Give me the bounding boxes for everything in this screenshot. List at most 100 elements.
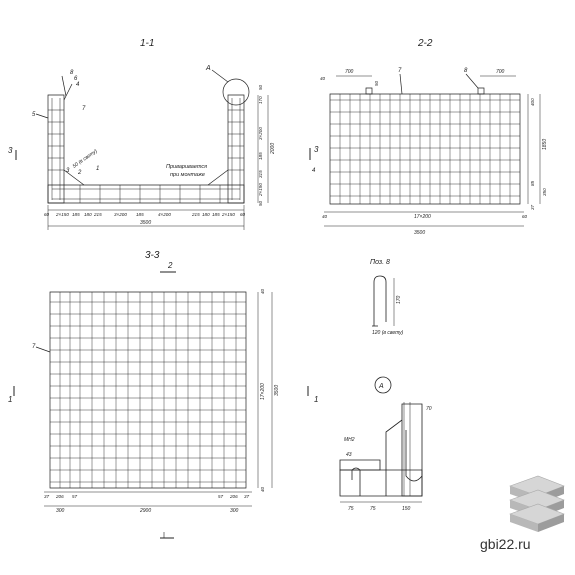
detail-a-bracket xyxy=(386,420,402,496)
cut-3-left: 3 xyxy=(8,146,13,155)
drawing-stroke: 75 xyxy=(370,506,376,512)
section-3-3: 3-3 2 7 1 1 40 xyxy=(8,250,318,538)
cut-3-right: 3 xyxy=(314,145,319,154)
lifting-loop xyxy=(366,88,372,94)
drawing-stroke: 150 xyxy=(402,506,411,512)
detail-a-circle xyxy=(374,376,392,394)
drawing-stroke: 57 xyxy=(218,494,224,499)
right-wall xyxy=(228,95,244,203)
cut-1-left: 1 xyxy=(8,395,12,404)
pos-label: 8 xyxy=(70,70,74,76)
drawing-stroke: 180 xyxy=(84,212,92,217)
drawing-stroke: 8 xyxy=(464,68,468,74)
detail-a-title: A xyxy=(378,383,384,390)
detail-a-callout xyxy=(222,78,250,106)
drawing-stroke: 4×200 xyxy=(158,212,171,217)
drawing-stroke xyxy=(64,84,72,100)
drawing-stroke: 37 xyxy=(44,494,50,499)
pos-label: 2 xyxy=(77,170,82,176)
drawing-stroke xyxy=(36,347,50,352)
pos-label: 7 xyxy=(82,106,86,112)
drawing-stroke: 4 xyxy=(312,168,316,174)
elevation-outline xyxy=(330,94,520,204)
drawing-stroke: 315 xyxy=(258,170,263,178)
drawing-stroke: 350 xyxy=(542,188,547,196)
drawing-stroke: 2×190 xyxy=(258,183,263,197)
s11-right-total: 2000 xyxy=(270,143,276,155)
drawing-stroke: 50 xyxy=(258,84,263,90)
left-haunch xyxy=(64,170,84,185)
pos-label: 6 xyxy=(74,76,78,82)
drawing-stroke: 206 xyxy=(229,494,238,499)
drawing-stroke: 2×150 xyxy=(55,212,69,217)
drawing-stroke: 37 xyxy=(530,204,535,210)
drawing-stroke: 185 xyxy=(212,212,220,217)
drawing-stroke: 85 xyxy=(530,180,535,186)
drawing-stroke xyxy=(400,74,402,94)
drawing-stroke: 170 xyxy=(258,96,263,104)
s11-total: 3500 xyxy=(140,220,151,226)
section-1-1-title: 1-1 xyxy=(140,38,154,49)
drawing-stroke: 75 xyxy=(348,506,354,512)
position-labels: 8 6 4 5 7 1 2 3 xyxy=(32,70,99,176)
detail-a-loop xyxy=(352,468,360,496)
drawing-stroke xyxy=(538,514,564,532)
drawing-stroke xyxy=(62,76,66,96)
s22-total: 3500 xyxy=(414,230,425,236)
site-logo-text[interactable]: gbi22.ru xyxy=(480,536,531,552)
pos-label: 5 xyxy=(32,112,36,118)
drawing-stroke: 185 xyxy=(136,212,144,217)
drawing-stroke: 3×200 xyxy=(258,127,263,140)
drawing-stroke xyxy=(466,74,478,88)
detail-a-wall xyxy=(402,404,422,496)
drawing-stroke: 43 xyxy=(346,452,352,458)
drawing-stroke: 40 xyxy=(260,288,265,294)
drawing-stroke: 40 xyxy=(260,486,265,492)
position-8-detail: Поз. 8 170 120 (в свету) xyxy=(370,259,404,336)
pos8-width: 120 (в свету) xyxy=(372,330,404,336)
drawing-stroke: 185 xyxy=(72,212,80,217)
right-haunch xyxy=(208,170,228,185)
plan-outline xyxy=(50,292,246,488)
pos-label: 1 xyxy=(96,166,99,172)
drawing-stroke: МН2 xyxy=(344,437,355,443)
drawing-stroke xyxy=(36,114,48,118)
pos8-height: 170 xyxy=(396,295,402,304)
top-dim-left: 700 xyxy=(345,69,354,75)
drawing-stroke: 215 xyxy=(191,212,200,217)
s33-label: 7 xyxy=(32,344,36,350)
left-wall xyxy=(48,95,64,203)
drawing-stroke: 17×200 xyxy=(260,383,266,400)
drawing-stroke: 2×150 xyxy=(221,212,235,217)
drawing-stroke: 180 xyxy=(202,212,210,217)
drawing-stroke: 60 xyxy=(522,214,528,219)
drawing-stroke: 40 xyxy=(322,214,328,219)
drawing-stroke: 1850 xyxy=(542,139,548,150)
detail-a-plate xyxy=(340,460,380,470)
section-3-3-title: 3-3 xyxy=(145,250,160,261)
top-small-dim: 50 xyxy=(374,80,379,86)
section-2-2: 2-2 700 700 50 40 7 8 xyxy=(310,38,548,236)
diagonal-label: 50 (в свету) xyxy=(72,148,99,169)
drawing-stroke: 400 xyxy=(530,98,535,106)
right-dims: 50 170 3×200 185 315 2×190 50 xyxy=(258,84,263,206)
drawing-stroke: 185 xyxy=(258,152,263,160)
weld-note-2: при монтаже xyxy=(170,172,205,178)
elevation-mesh xyxy=(330,94,520,204)
drawing-stroke: 215 xyxy=(93,212,102,217)
pos8-hook xyxy=(374,276,386,326)
left-top-dim: 40 xyxy=(320,76,326,81)
section-2-2-title: 2-2 xyxy=(417,38,433,49)
drawing-stroke: 300 xyxy=(230,508,239,514)
drawing-stroke xyxy=(212,70,228,82)
cut-2-top: 2 xyxy=(167,261,173,270)
pos-label: 3 xyxy=(66,168,70,174)
drawing-stroke: 60 xyxy=(240,212,246,217)
drawing-stroke: 60 xyxy=(44,212,50,217)
drawing-stroke: 17×200 xyxy=(414,214,431,220)
lifting-loop xyxy=(478,88,484,94)
drawing-stroke: 206 xyxy=(55,494,64,499)
plan-mesh xyxy=(50,292,246,488)
bottom-slab xyxy=(48,185,244,203)
drawing-stroke: 50 xyxy=(258,200,263,206)
